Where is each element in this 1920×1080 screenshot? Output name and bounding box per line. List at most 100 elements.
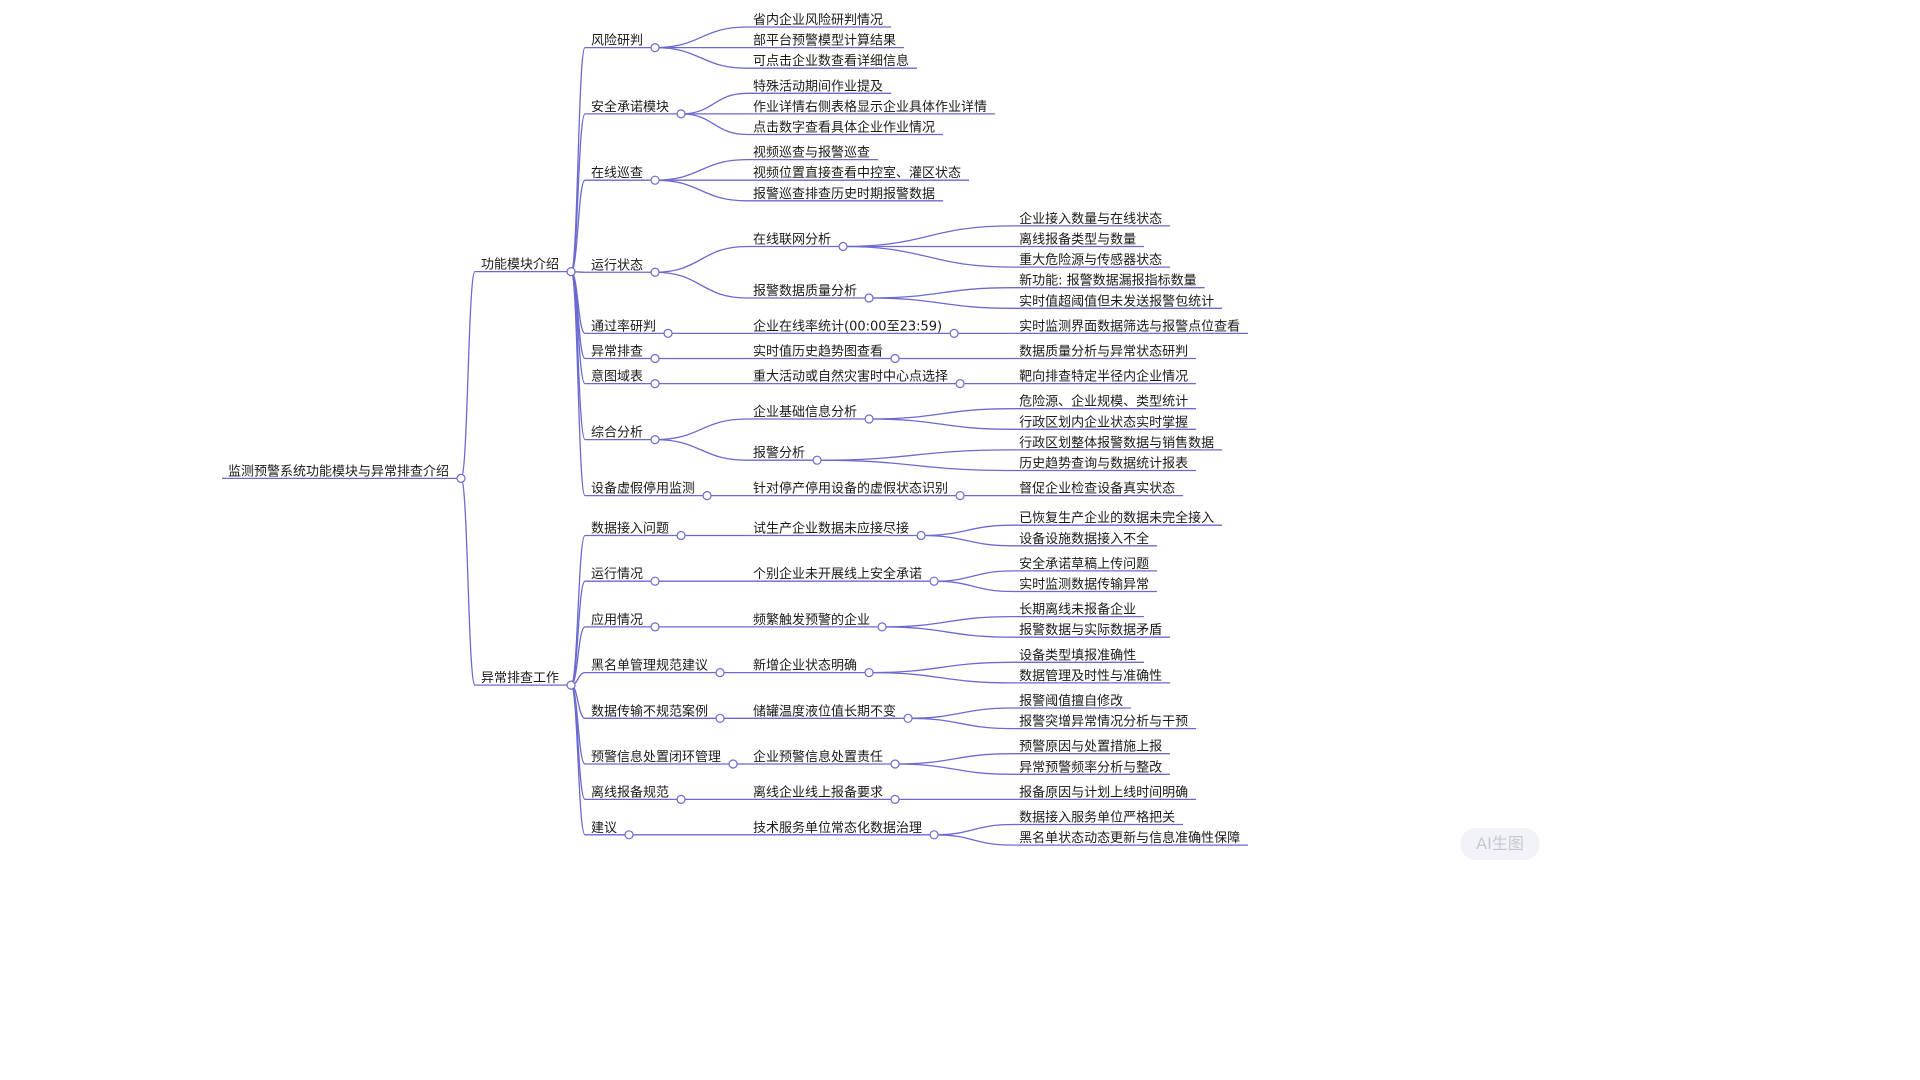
collapse-toggle-icon[interactable]	[890, 353, 900, 364]
collapse-toggle-icon[interactable]	[955, 491, 965, 501]
mindmap-node-level-4[interactable]: 报警数据与实际数据矛盾	[1013, 622, 1171, 638]
collapse-toggle-icon[interactable]	[566, 680, 576, 690]
collapse-toggle-icon[interactable]	[929, 830, 939, 840]
collapse-toggle-icon[interactable]	[728, 759, 738, 769]
collapse-toggle-icon[interactable]	[715, 713, 725, 723]
mindmap-node-level-3[interactable]: 重大活动或自然灾害时中心点选择	[747, 369, 957, 385]
mindmap-node-level-2[interactable]: 数据接入问题	[585, 521, 678, 537]
mindmap-node-level-4[interactable]: 重大危险源与传感器状态	[1013, 252, 1171, 268]
collapse-toggle-icon[interactable]	[864, 414, 874, 424]
mindmap-node-level-3[interactable]: 技术服务单位常态化数据治理	[747, 820, 931, 836]
collapse-toggle-icon[interactable]	[650, 267, 660, 277]
collapse-toggle-icon[interactable]	[650, 353, 660, 364]
mindmap-node-level-4[interactable]: 报警阈值擅自修改	[1013, 693, 1132, 709]
mindmap-node-level-4[interactable]: 新功能: 报警数据漏报指标数量	[1013, 273, 1205, 289]
mindmap-node-level-2[interactable]: 安全承诺模块	[585, 99, 678, 115]
mindmap-node-level-3[interactable]: 新增企业状态明确	[747, 658, 866, 674]
mindmap-node-level-4[interactable]: 设备类型填报准确性	[1013, 647, 1145, 663]
collapse-toggle-icon[interactable]	[890, 794, 900, 805]
mindmap-node-level-4[interactable]: 黑名单状态动态更新与信息准确性保障	[1013, 830, 1249, 846]
mindmap-node-level-3[interactable]: 试生产企业数据未应接尽接	[747, 521, 918, 537]
mindmap-node-level-0[interactable]: 监测预警系统功能模块与异常排查介绍	[222, 463, 458, 479]
mindmap-node-level-3[interactable]: 频繁触发预警的企业	[747, 612, 879, 628]
mindmap-node-level-3[interactable]: 视频巡查与报警巡查	[747, 145, 879, 161]
mindmap-node-level-3[interactable]: 企业基础信息分析	[747, 404, 866, 420]
mindmap-node-level-4[interactable]: 报备原因与计划上线时间明确	[1013, 784, 1197, 800]
mindmap-node-level-4[interactable]: 实时监测数据传输异常	[1013, 577, 1158, 593]
mindmap-node-level-3[interactable]: 储罐温度液位值长期不变	[747, 703, 905, 719]
collapse-toggle-icon[interactable]	[949, 328, 959, 338]
mindmap-node-level-4[interactable]: 督促企业检查设备真实状态	[1013, 481, 1184, 497]
collapse-toggle-icon[interactable]	[838, 241, 848, 252]
mindmap-node-level-2[interactable]: 应用情况	[585, 612, 652, 628]
mindmap-node-level-4[interactable]: 历史趋势查询与数据统计报表	[1013, 456, 1197, 472]
mindmap-node-level-4[interactable]: 实时值超阈值但未发送报警包统计	[1013, 293, 1223, 309]
collapse-toggle-icon[interactable]	[877, 622, 887, 632]
mindmap-node-level-2[interactable]: 风险研判	[585, 34, 652, 49]
mindmap-node-level-2[interactable]: 建议	[585, 821, 626, 836]
collapse-toggle-icon[interactable]	[864, 667, 874, 678]
collapse-toggle-icon[interactable]	[456, 473, 466, 483]
mindmap-node-level-2[interactable]: 数据传输不规范案例	[585, 703, 717, 719]
collapse-toggle-icon[interactable]	[955, 379, 965, 389]
collapse-toggle-icon[interactable]	[929, 576, 939, 586]
mindmap-node-level-2[interactable]: 运行状态	[585, 258, 652, 273]
mindmap-node-level-2[interactable]: 黑名单管理规范建议	[585, 658, 717, 674]
mindmap-node-level-3[interactable]: 报警数据质量分析	[747, 283, 866, 299]
collapse-toggle-icon[interactable]	[650, 379, 660, 389]
collapse-toggle-icon[interactable]	[676, 794, 686, 805]
mindmap-node-level-4[interactable]: 长期离线未报备企业	[1013, 602, 1145, 618]
mindmap-node-level-2[interactable]: 综合分析	[585, 426, 652, 441]
collapse-toggle-icon[interactable]	[864, 293, 874, 303]
collapse-toggle-icon[interactable]	[650, 42, 660, 53]
collapse-toggle-icon[interactable]	[566, 267, 576, 277]
mindmap-node-level-2[interactable]: 在线巡查	[585, 166, 652, 181]
mindmap-node-level-4[interactable]: 企业接入数量与在线状态	[1013, 211, 1171, 227]
collapse-toggle-icon[interactable]	[812, 455, 822, 465]
mindmap-node-level-4[interactable]: 安全承诺草稿上传问题	[1013, 556, 1158, 572]
mindmap-node-level-2[interactable]: 通过率研判	[585, 318, 665, 334]
collapse-toggle-icon[interactable]	[715, 667, 725, 678]
mindmap-node-level-4[interactable]: 数据接入服务单位严格把关	[1013, 810, 1184, 826]
mindmap-node-level-3[interactable]: 可点击企业数查看详细信息	[747, 53, 918, 69]
mindmap-node-level-4[interactable]: 行政区划内企业状态实时掌握	[1013, 414, 1197, 430]
collapse-toggle-icon[interactable]	[650, 175, 660, 185]
mindmap-node-level-3[interactable]: 针对停产停用设备的虚假状态识别	[747, 481, 957, 497]
mindmap-node-level-3[interactable]: 部平台预警模型计算结果	[747, 33, 905, 49]
mindmap-node-level-3[interactable]: 报警分析	[747, 445, 814, 461]
mindmap-node-level-2[interactable]: 设备虚假停用监测	[585, 481, 704, 497]
collapse-toggle-icon[interactable]	[650, 576, 660, 586]
mindmap-node-level-3[interactable]: 企业预警信息处置责任	[747, 749, 892, 765]
mindmap-node-level-3[interactable]: 实时值历史趋势图查看	[747, 344, 892, 360]
mindmap-node-level-2[interactable]: 异常排查	[585, 345, 652, 360]
mindmap-node-level-4[interactable]: 行政区划整体报警数据与销售数据	[1013, 435, 1223, 451]
mindmap-node-level-4[interactable]: 报警突增异常情况分析与干预	[1013, 714, 1197, 730]
mindmap-node-level-4[interactable]: 实时监测界面数据筛选与报警点位查看	[1013, 318, 1249, 334]
collapse-toggle-icon[interactable]	[903, 713, 913, 723]
mindmap-node-level-3[interactable]: 省内企业风险研判情况	[747, 12, 892, 28]
mindmap-node-level-3[interactable]: 点击数字查看具体企业作业情况	[747, 120, 944, 136]
mindmap-node-level-4[interactable]: 离线报备类型与数量	[1013, 232, 1145, 248]
mindmap-node-level-3[interactable]: 在线联网分析	[747, 233, 840, 248]
mindmap-node-level-3[interactable]: 作业详情右侧表格显示企业具体作业详情	[747, 99, 996, 115]
mindmap-node-level-2[interactable]: 离线报备规范	[585, 784, 678, 800]
mindmap-node-level-3[interactable]: 视频位置直接查看中控室、灌区状态	[747, 165, 970, 181]
mindmap-node-level-3[interactable]: 特殊活动期间作业提及	[747, 78, 892, 94]
collapse-toggle-icon[interactable]	[916, 530, 926, 541]
collapse-toggle-icon[interactable]	[650, 622, 660, 632]
collapse-toggle-icon[interactable]	[663, 328, 673, 338]
collapse-toggle-icon[interactable]	[702, 491, 712, 501]
mindmap-node-level-3[interactable]: 企业在线率统计(00:00至23:59)	[747, 318, 951, 334]
mindmap-node-level-4[interactable]: 异常预警频率分析与整改	[1013, 759, 1171, 775]
mindmap-node-level-4[interactable]: 设备设施数据接入不全	[1013, 531, 1158, 547]
collapse-toggle-icon[interactable]	[650, 435, 660, 445]
collapse-toggle-icon[interactable]	[624, 830, 634, 840]
mindmap-node-level-4[interactable]: 已恢复生产企业的数据未完全接入	[1013, 510, 1223, 526]
mindmap-node-level-4[interactable]: 危险源、企业规模、类型统计	[1013, 394, 1197, 410]
mindmap-node-level-4[interactable]: 预警原因与处置措施上报	[1013, 739, 1171, 755]
mindmap-node-level-1[interactable]: 异常排查工作	[475, 671, 568, 686]
mindmap-node-level-2[interactable]: 运行情况	[585, 567, 652, 582]
collapse-toggle-icon[interactable]	[676, 109, 686, 119]
mindmap-node-level-4[interactable]: 靶向排查特定半径内企业情况	[1013, 369, 1197, 385]
mindmap-node-level-1[interactable]: 功能模块介绍	[475, 258, 568, 273]
